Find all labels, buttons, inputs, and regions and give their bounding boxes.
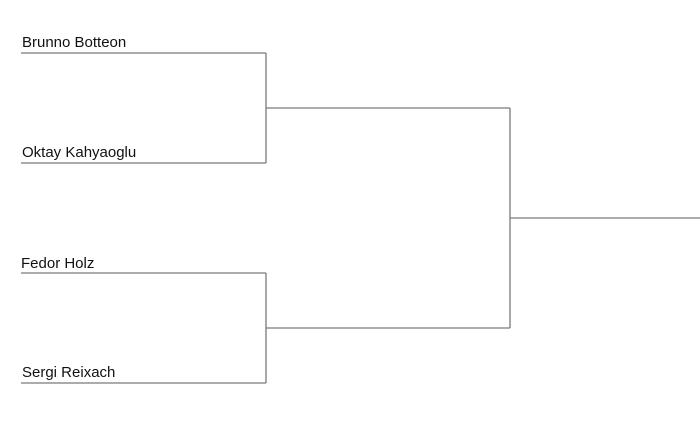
player-name-3: Fedor Holz	[21, 255, 95, 272]
player-name-4: Sergi Reixach	[22, 364, 116, 381]
player-name-2: Oktay Kahyaoglu	[22, 144, 137, 161]
player-name-1: Brunno Botteon	[22, 34, 127, 51]
